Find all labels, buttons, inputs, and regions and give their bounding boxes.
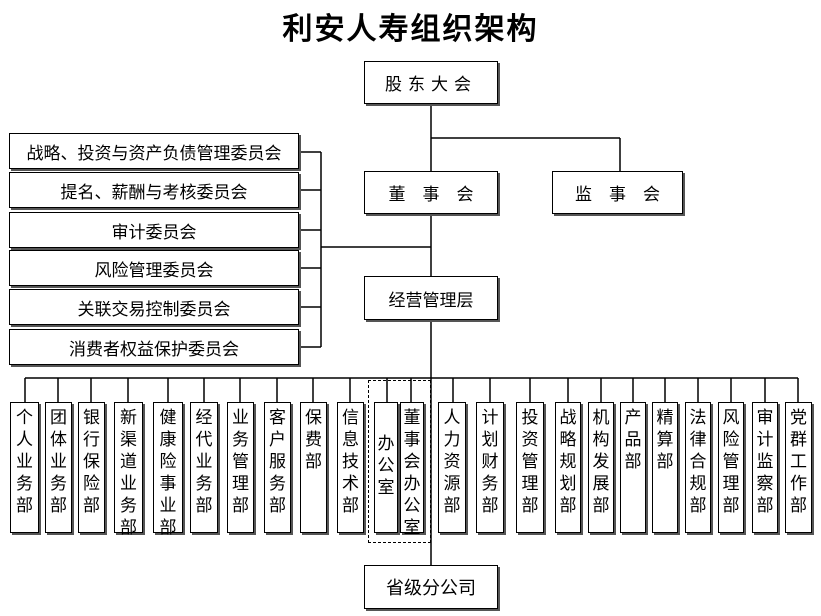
committee-box: 战略、投资与资产负债管理委员会 [9,133,299,169]
department-box: 精算部 [652,402,678,533]
department-box: 办公室 [374,402,398,533]
committee-box: 关联交易控制委员会 [9,289,299,325]
department-label: 业务管理部 [232,408,249,516]
department-label: 办公室 [377,434,395,498]
department-label: 经代业务部 [195,408,213,516]
department-box: 法律合规部 [685,402,711,533]
department-label: 信息技术部 [342,408,359,516]
department-box: 新渠道业务部 [114,402,143,538]
department-box: 业务管理部 [227,402,254,533]
department-label: 党群工作部 [790,408,807,516]
department-label: 审计监察部 [756,408,774,516]
department-box: 审计监察部 [752,402,778,533]
management-box: 经营管理层 [364,276,498,320]
department-label: 精算部 [656,408,674,472]
department-label: 计划财务部 [481,408,499,516]
department-box: 银行保险部 [78,402,105,533]
office-group-dashed-frame [368,380,431,543]
department-box: 产品部 [620,402,646,533]
department-box: 风险管理部 [718,402,744,533]
department-label: 保费部 [305,408,322,472]
department-box: 投资管理部 [516,402,544,533]
department-label: 新渠道业务部 [120,408,137,538]
committee-box: 提名、薪酬与考核委员会 [9,172,299,208]
department-box: 团体业务部 [45,402,72,533]
department-box: 客户服务部 [264,402,291,533]
department-label: 人力资源部 [443,408,461,516]
department-label: 风险管理部 [722,408,740,516]
department-label: 法律合规部 [689,408,707,516]
department-label: 机构发展部 [592,408,610,516]
department-label: 健康险事业部 [159,408,177,538]
department-box: 机构发展部 [588,402,614,533]
provincial-branch-box: 省级分公司 [364,565,498,609]
committee-box: 消费者权益保护委员会 [9,329,299,365]
department-label: 产品部 [624,408,642,472]
department-label: 个人业务部 [16,408,33,516]
department-box: 保费部 [300,402,327,533]
department-box: 个人业务部 [10,402,39,533]
shareholders-meeting-box: 股东大会 [364,61,498,104]
department-box: 党群工作部 [785,402,812,533]
board-of-supervisors-box: 监 事 会 [552,171,683,214]
department-box: 董事会办公室 [400,402,424,538]
department-box: 健康险事业部 [153,402,183,538]
committee-box: 风险管理委员会 [9,250,299,286]
department-label: 投资管理部 [521,408,539,516]
department-box: 信息技术部 [337,402,364,533]
department-label: 银行保险部 [83,408,100,516]
page-title: 利安人寿组织架构 [282,12,539,47]
board-of-directors-box: 董 事 会 [364,171,498,214]
department-label: 董事会办公室 [403,408,421,538]
department-box: 经代业务部 [190,402,218,533]
department-label: 战略规划部 [559,408,577,516]
department-box: 人力资源部 [438,402,466,533]
department-box: 战略规划部 [555,402,581,533]
committee-box: 审计委员会 [9,212,299,248]
department-box: 计划财务部 [476,402,504,533]
department-label: 客户服务部 [269,408,286,516]
department-label: 团体业务部 [50,408,67,516]
